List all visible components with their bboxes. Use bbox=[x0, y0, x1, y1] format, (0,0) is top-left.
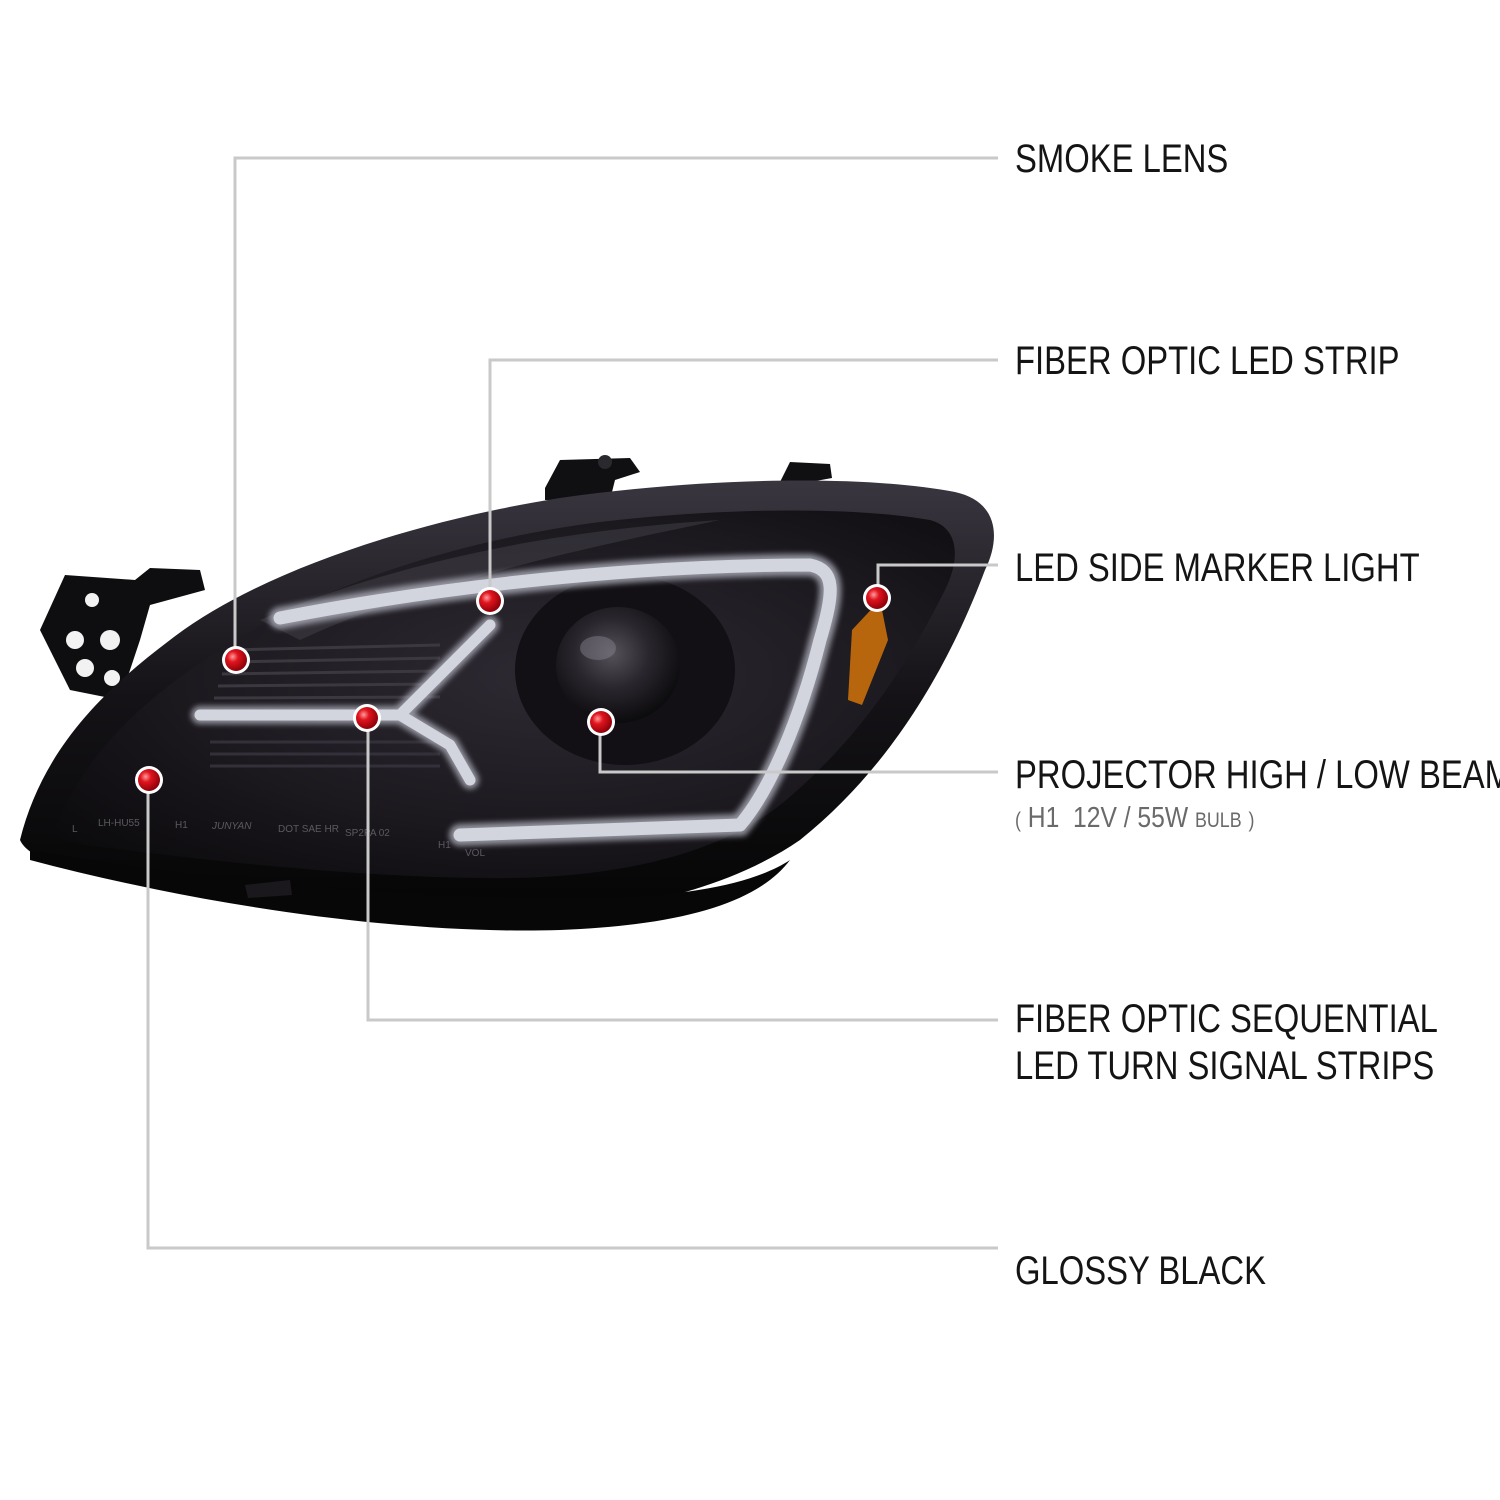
lower-louvers bbox=[210, 740, 440, 768]
bulb-spec-open: ( bbox=[1015, 809, 1021, 832]
marking-bulb: H1 bbox=[175, 820, 188, 831]
marking-bulb-repeat: H1 bbox=[438, 840, 451, 851]
bracket-holes bbox=[66, 593, 120, 686]
marking-vol: VOL bbox=[465, 848, 485, 859]
marker-dot-sequential-turn-signal bbox=[353, 704, 381, 732]
label-glossy-black-line-1: GLOSSY BLACK bbox=[1015, 1249, 1266, 1293]
marker-dot-led-side-marker bbox=[863, 584, 891, 612]
callout-lines bbox=[146, 156, 998, 1250]
bulb-spec: ( H1 12V / 55W BULB ) bbox=[1015, 800, 1254, 839]
callout-line-projector bbox=[598, 722, 998, 774]
bulb-spec-close: ) bbox=[1248, 809, 1255, 832]
bulb-spec-word: BULB bbox=[1194, 809, 1242, 832]
upper-c-strip bbox=[273, 558, 837, 842]
label-fiber-optic-led-strip: FIBER OPTIC LED STRIP bbox=[1015, 338, 1400, 385]
label-led-side-marker-light-line-1: LED SIDE MARKER LIGHT bbox=[1015, 546, 1420, 590]
callout-line-sequential-turn-signal bbox=[366, 718, 998, 1022]
label-smoke-lens-line-1: SMOKE LENS bbox=[1015, 137, 1229, 181]
callout-line-smoke-lens bbox=[233, 156, 998, 658]
label-sequential-turn-signal-line-2: LED TURN SIGNAL STRIPS bbox=[1015, 1044, 1435, 1088]
label-sequential-turn-signal: FIBER OPTIC SEQUENTIAL LED TURN SIGNAL S… bbox=[1015, 996, 1438, 1090]
label-projector-beam-line-1: PROJECTOR HIGH / LOW BEAM bbox=[1015, 753, 1500, 797]
callout-line-fiber-optic-led-strip bbox=[488, 358, 998, 600]
marker-dot-projector bbox=[587, 708, 615, 736]
bulb-spec-rating: 12V / 55W bbox=[1073, 802, 1189, 834]
label-projector-beam: PROJECTOR HIGH / LOW BEAM bbox=[1015, 752, 1500, 799]
smoke-lens-area bbox=[55, 510, 955, 879]
label-sequential-turn-signal-line-1: FIBER OPTIC SEQUENTIAL bbox=[1015, 997, 1438, 1041]
marking-brand: JUNYAN bbox=[211, 821, 252, 832]
amber-side-marker bbox=[848, 600, 888, 705]
label-led-side-marker-light: LED SIDE MARKER LIGHT bbox=[1015, 545, 1420, 592]
bulb-spec-type: H1 bbox=[1027, 802, 1060, 834]
housing-bottom-lip bbox=[30, 850, 790, 931]
marking-side: L bbox=[72, 824, 78, 835]
marking-part: LH-HU55 bbox=[98, 818, 140, 829]
projector-lens bbox=[556, 607, 680, 723]
lens-glare bbox=[260, 520, 720, 640]
callout-line-glossy-black bbox=[146, 780, 998, 1250]
label-smoke-lens: SMOKE LENS bbox=[1015, 136, 1228, 183]
headlight-assembly: L LH-HU55 H1 JUNYAN DOT SAE HR SP2PA 02 … bbox=[20, 455, 994, 931]
marker-dot-smoke-lens bbox=[222, 646, 250, 674]
top-mounting-tab-1 bbox=[545, 458, 640, 500]
marking-dot: DOT SAE HR bbox=[278, 824, 339, 835]
label-glossy-black: GLOSSY BLACK bbox=[1015, 1248, 1266, 1295]
turn-signal-strip bbox=[194, 619, 496, 786]
inner-louvers bbox=[213, 643, 441, 700]
fiber-optic-led-strips bbox=[194, 558, 837, 842]
marker-dot-fiber-optic-led-strip bbox=[476, 587, 504, 615]
label-fiber-optic-led-strip-line-1: FIBER OPTIC LED STRIP bbox=[1015, 339, 1400, 383]
marker-dot-glossy-black bbox=[135, 766, 163, 794]
marker-dots bbox=[135, 584, 891, 794]
